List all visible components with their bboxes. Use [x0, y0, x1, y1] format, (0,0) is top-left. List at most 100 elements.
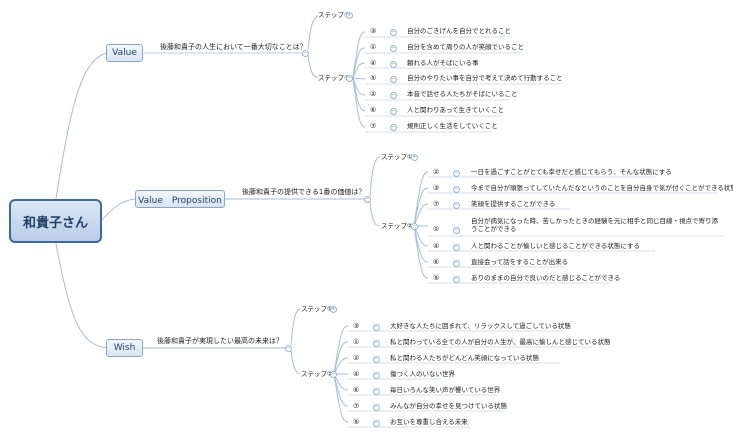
- list-item[interactable]: 自分を含めて周りの人が笑顔でいること: [407, 43, 524, 51]
- branch-value[interactable]: Value: [106, 44, 143, 62]
- expand-toggle-icon[interactable]: +: [346, 12, 353, 19]
- item-rank: ①: [353, 338, 360, 346]
- item-toggle-icon[interactable]: −: [373, 404, 380, 411]
- item-toggle-icon[interactable]: −: [373, 340, 380, 347]
- step1-value-proposition[interactable]: ステップ①: [381, 153, 413, 161]
- list-item[interactable]: 人と関わることが愉しいと感じることができる状態にする: [471, 242, 640, 250]
- question-value-proposition[interactable]: 後藤和貴子の提供できる1番の価値は？: [242, 188, 366, 196]
- connector: [413, 225, 429, 279]
- connector: [369, 156, 381, 197]
- item-rank: ③: [353, 322, 360, 330]
- item-rank: ⑦: [433, 200, 440, 208]
- connector: [307, 15, 319, 51]
- connector: [101, 198, 136, 221]
- item-toggle-icon[interactable]: −: [390, 45, 397, 52]
- list-item[interactable]: 頼れる人がそばにいる事: [407, 59, 479, 67]
- list-item[interactable]: 規則正しく生活をしていくこと: [407, 122, 498, 130]
- connector: [352, 31, 366, 79]
- item-toggle-icon[interactable]: −: [373, 420, 380, 427]
- list-item[interactable]: 人と関わりあって生きていくこと: [407, 106, 505, 114]
- item-toggle-icon[interactable]: −: [453, 202, 460, 209]
- item-rank: ②: [433, 168, 440, 176]
- item-rank: ③: [433, 184, 440, 192]
- list-item[interactable]: 本音で話せる人たちがそばにいること: [407, 90, 518, 98]
- connector: [307, 55, 319, 79]
- item-toggle-icon[interactable]: −: [390, 124, 397, 131]
- item-toggle-icon[interactable]: −: [373, 356, 380, 363]
- list-item[interactable]: お互いを尊重し合える未来: [390, 418, 468, 426]
- collapse-toggle-icon[interactable]: −: [302, 50, 309, 57]
- list-item[interactable]: 一日を過ごすことがとても幸せだと感じてもらう、そんな状態にする: [471, 168, 672, 176]
- item-rank: ④: [353, 370, 360, 378]
- list-item[interactable]: 自分のごきげんを自分でとれること: [407, 27, 511, 35]
- question-wish[interactable]: 後藤和貴子が実現したい最高の未来は？: [157, 337, 283, 345]
- connector: [54, 237, 108, 349]
- item-rank: ④: [370, 59, 377, 67]
- collapse-toggle-icon[interactable]: −: [346, 75, 353, 82]
- item-rank: ⑦: [370, 122, 377, 130]
- item-toggle-icon[interactable]: −: [390, 108, 397, 115]
- item-rank: ⑦: [353, 402, 360, 410]
- item-rank: ⑤: [353, 418, 360, 426]
- item-rank: ②: [370, 90, 377, 98]
- item-toggle-icon[interactable]: −: [390, 92, 397, 99]
- list-item[interactable]: 自分が病気になった時、苦しかったときの経験を元に相手と同じ目線・視点で寄り添うこ…: [471, 217, 718, 233]
- item-rank: ①: [370, 43, 377, 51]
- item-rank: ⑥: [433, 258, 440, 266]
- connector: [333, 373, 349, 423]
- step1-wish[interactable]: ステップ①: [301, 305, 333, 313]
- step1-value[interactable]: ステップ①: [318, 11, 350, 19]
- item-toggle-icon[interactable]: −: [453, 170, 460, 177]
- item-toggle-icon[interactable]: −: [390, 29, 397, 36]
- list-item[interactable]: 大好きな人たちに囲まれて、リラックスして過ごしている状態: [390, 322, 571, 330]
- connector: [413, 203, 429, 227]
- step2-value[interactable]: ステップ②: [318, 74, 350, 82]
- item-rank: ⑥: [370, 106, 377, 114]
- list-item[interactable]: 私と関わっている全ての人が自分の人生が、最高に愉しんと感じている状態: [390, 338, 611, 346]
- question-value[interactable]: 後藤和貴子の人生において一番大切なことは？: [160, 43, 307, 51]
- connector: [333, 325, 349, 375]
- item-toggle-icon[interactable]: −: [453, 244, 460, 251]
- connector: [369, 201, 381, 227]
- branch-value-proposition[interactable]: Value Proposition: [135, 190, 225, 208]
- branch-wish[interactable]: Wish: [106, 339, 143, 357]
- list-item[interactable]: 私と関わる人たちがどんどん笑顔になっている状態: [390, 354, 539, 362]
- connector: [290, 350, 301, 375]
- list-item[interactable]: 傷つく人のいない世界: [390, 370, 455, 378]
- list-item[interactable]: ありのままの自分で良いのだと感じることができる: [471, 274, 621, 282]
- connector: [413, 187, 429, 227]
- list-item[interactable]: 毎日いろんな笑い声が響いている世界: [390, 386, 501, 394]
- step2-wish[interactable]: ステップ②: [301, 370, 333, 378]
- list-item[interactable]: 自分のやりたい事を自分で考えて決めて行動すること: [407, 74, 563, 82]
- expand-toggle-icon[interactable]: +: [411, 154, 418, 161]
- item-toggle-icon[interactable]: −: [390, 61, 397, 68]
- item-rank: ⑤: [370, 74, 377, 82]
- item-rank: ⑥: [353, 386, 360, 394]
- item-rank: ③: [370, 27, 377, 35]
- collapse-toggle-icon[interactable]: −: [330, 371, 337, 378]
- list-item[interactable]: 笑顔を提供することができる: [471, 200, 556, 208]
- collapse-toggle-icon[interactable]: −: [364, 196, 371, 203]
- connector: [352, 77, 366, 96]
- central-topic[interactable]: 和貴子さん: [9, 199, 102, 243]
- item-toggle-icon[interactable]: −: [453, 276, 460, 283]
- list-item[interactable]: 直接会って話をすることが出来る: [471, 258, 569, 266]
- item-toggle-icon[interactable]: −: [390, 76, 397, 83]
- item-rank: ①: [433, 225, 440, 233]
- item-toggle-icon[interactable]: −: [373, 388, 380, 395]
- collapse-toggle-icon[interactable]: −: [411, 223, 418, 230]
- item-toggle-icon[interactable]: −: [373, 324, 380, 331]
- item-toggle-icon[interactable]: −: [453, 260, 460, 267]
- expand-toggle-icon[interactable]: +: [330, 306, 337, 313]
- item-toggle-icon[interactable]: −: [453, 227, 460, 234]
- list-item[interactable]: 今まで自分が頑張ってしていたんだなというのことを自分自身で気が付くことができる状…: [471, 184, 733, 192]
- connector: [54, 52, 108, 206]
- list-item[interactable]: みんなが自分の幸せを見つけている状態: [390, 402, 507, 410]
- collapse-toggle-icon[interactable]: −: [285, 345, 292, 352]
- item-toggle-icon[interactable]: −: [373, 372, 380, 379]
- item-toggle-icon[interactable]: −: [453, 186, 460, 193]
- connector: [333, 341, 349, 375]
- connector: [352, 77, 366, 80]
- step2-value-proposition[interactable]: ステップ②: [381, 222, 413, 230]
